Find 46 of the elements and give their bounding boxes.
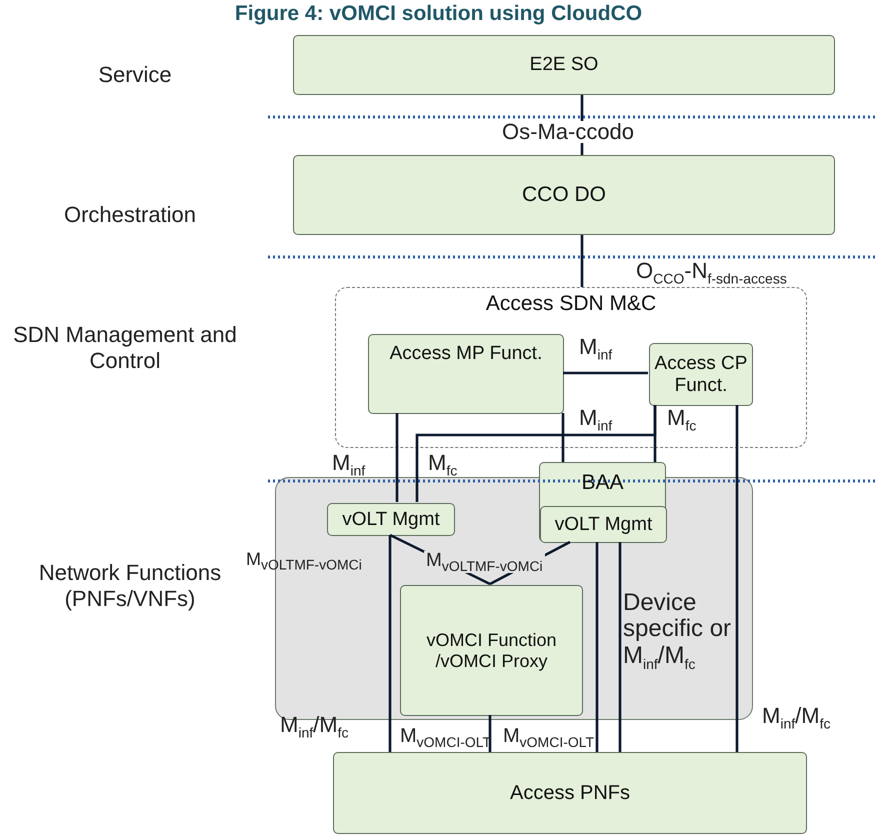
node-label: CCO DO bbox=[522, 182, 606, 208]
process-box bbox=[327, 503, 455, 536]
connector-line bbox=[388, 535, 392, 752]
group-title: Access SDN M&C bbox=[486, 292, 656, 316]
connector-line bbox=[618, 542, 622, 752]
process-box bbox=[540, 506, 667, 543]
process-box bbox=[333, 752, 807, 834]
figure-title: Figure 4: vOMCI solution using CloudCO bbox=[234, 2, 644, 26]
edge-label: M$_{fc}$ bbox=[667, 407, 696, 432]
node-label: Access PNFs bbox=[510, 782, 630, 804]
node-label: BAA bbox=[581, 471, 624, 496]
connector-line bbox=[596, 542, 598, 752]
connector-line bbox=[580, 235, 584, 287]
process-box bbox=[293, 35, 835, 95]
node-label: E2E SO bbox=[530, 54, 598, 76]
node-label: Access CP Funct. bbox=[654, 352, 748, 396]
edge-label: M$_{inf}$/M$_{fc}$ bbox=[280, 714, 348, 740]
edge-label: M$_{inf}$ bbox=[332, 452, 366, 478]
layer-label: Network Functions (PNFs/VNFs) bbox=[38, 560, 222, 613]
process-box bbox=[649, 343, 753, 406]
process-box bbox=[400, 585, 583, 716]
connector-line bbox=[396, 413, 398, 502]
process-box bbox=[293, 155, 835, 235]
group-box bbox=[335, 287, 807, 448]
node-label: Access MP Funct. bbox=[390, 343, 542, 365]
edge-label: M$_{vOLTMF-vOMCi}$ bbox=[424, 551, 545, 573]
node-label: vOLT Mgmt bbox=[554, 514, 652, 536]
edge-label: Device specific or M$_{inf}$/M$_{fc}$ bbox=[623, 590, 732, 672]
edge-label: M$_{inf}$ bbox=[579, 407, 612, 432]
process-box bbox=[368, 334, 564, 414]
layer-label: Service bbox=[97, 62, 173, 88]
connector-line bbox=[563, 372, 648, 374]
edge-label: M$_{inf}$ bbox=[579, 336, 612, 362]
layer-label: SDN Management and Control bbox=[12, 322, 238, 375]
edge-label: M$_{vOMCI-OLT}$ bbox=[503, 726, 594, 749]
edge-label: O$_{CCO}$-N$_{f-sdn-access}$ bbox=[636, 260, 787, 286]
process-box bbox=[539, 462, 666, 542]
edge-label: M$_{fc}$ bbox=[428, 452, 458, 478]
layer-label: Orchestration bbox=[62, 202, 198, 228]
edge-label: M$_{inf}$/M$_{fc}$ bbox=[762, 705, 830, 730]
connector-line bbox=[736, 405, 738, 752]
node-label: vOLT Mgmt bbox=[342, 508, 440, 530]
edge-label: Os-Ma-ccodo bbox=[500, 121, 636, 143]
connector-line bbox=[654, 405, 656, 462]
connector-line bbox=[562, 413, 564, 462]
node-label: vOMCI Function /vOMCI Proxy bbox=[425, 630, 558, 672]
